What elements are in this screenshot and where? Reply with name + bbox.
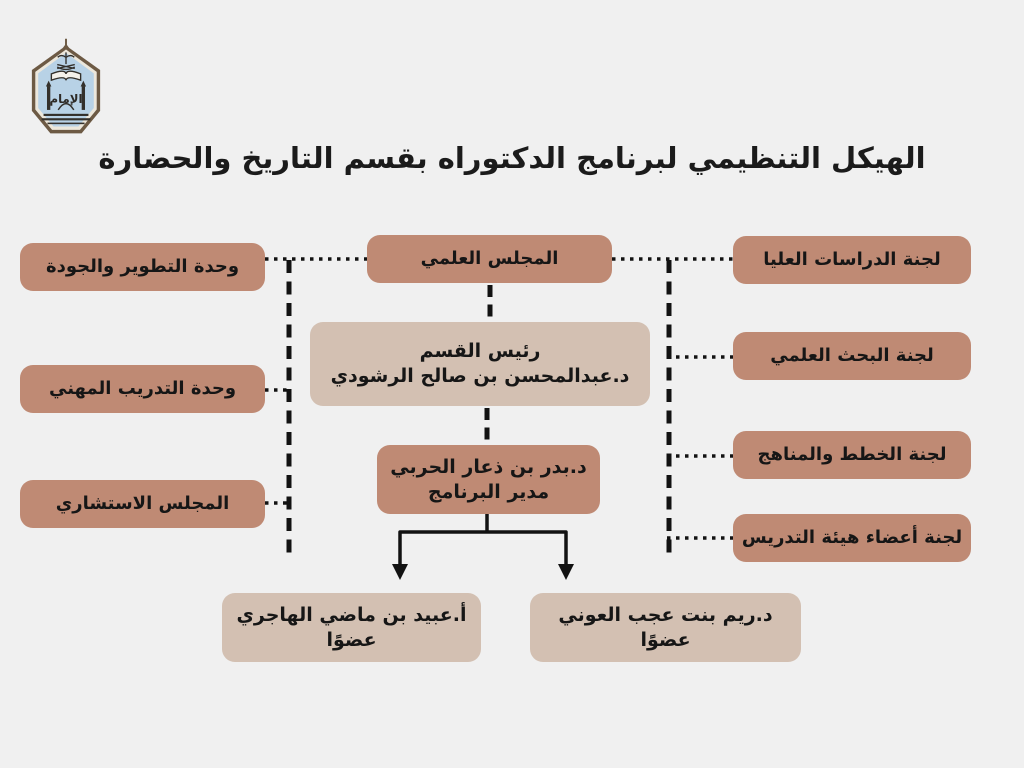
node-plans-curricula-committee: لجنة الخطط والمناهج: [733, 431, 971, 479]
node-scientific-council: المجلس العلمي: [367, 235, 612, 283]
member-role: عضوًا: [326, 628, 377, 651]
solid-branch-director-to-members: [398, 512, 568, 568]
node-member-hajri: أ.عبيد بن ماضي الهاجري عضوًا: [222, 593, 481, 662]
member-name: أ.عبيد بن ماضي الهاجري: [236, 603, 467, 626]
department-head-title: رئيس القسم: [419, 340, 541, 363]
member-name: د.ريم بنت عجب العوني: [558, 603, 773, 626]
arrowhead-right-icon: [558, 564, 574, 580]
program-director-title: مدير البرنامج: [427, 480, 550, 503]
node-advisory-council: المجلس الاستشاري: [20, 480, 265, 528]
node-development-quality-unit: وحدة التطوير والجودة: [20, 243, 265, 291]
member-role: عضوًا: [640, 628, 691, 651]
open-book-icon: [50, 70, 82, 82]
node-label: المجلس العلمي: [420, 248, 559, 270]
node-professional-training-unit: وحدة التدريب المهني: [20, 365, 265, 413]
page-title: الهيكل التنظيمي لبرنامج الدكتوراه بقسم ا…: [98, 141, 926, 175]
node-department-head: رئيس القسم د.عبدالمحسن بن صالح الرشودي: [310, 322, 650, 406]
node-faculty-members-committee: لجنة أعضاء هيئة التدريس: [733, 514, 971, 562]
node-label: وحدة التدريب المهني: [49, 378, 237, 400]
minarets-icon: [45, 80, 87, 110]
university-logo-icon: الإمام: [31, 38, 101, 134]
logo-footer-text-lines: [41, 113, 91, 125]
program-director-name: د.بدر بن ذعار الحربي: [390, 455, 587, 478]
node-member-awni: د.ريم بنت عجب العوني عضوًا: [530, 593, 801, 662]
node-scientific-research-committee: لجنة البحث العلمي: [733, 332, 971, 380]
node-label: لجنة أعضاء هيئة التدريس: [741, 527, 963, 549]
node-label: لجنة الخطط والمناهج: [757, 444, 947, 466]
node-label: وحدة التطوير والجودة: [46, 256, 240, 278]
node-program-director: د.بدر بن ذعار الحربي مدير البرنامج: [377, 445, 600, 514]
logo-calligraphy: الإمام: [50, 92, 83, 106]
arch-icon: [57, 102, 75, 111]
palm-swords-emblem-icon: [56, 52, 76, 71]
node-graduate-studies-committee: لجنة الدراسات العليا: [733, 236, 971, 284]
node-label: المجلس الاستشاري: [55, 493, 230, 515]
department-head-name: د.عبدالمحسن بن صالح الرشودي: [330, 365, 630, 387]
arrowhead-left-icon: [392, 564, 408, 580]
node-label: لجنة الدراسات العليا: [763, 249, 941, 271]
node-label: لجنة البحث العلمي: [770, 345, 934, 367]
